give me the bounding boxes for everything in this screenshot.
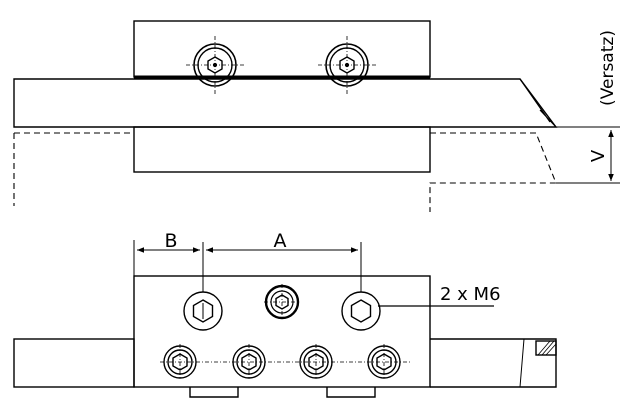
tool-shank-plan-right	[430, 338, 557, 388]
label-v: V	[588, 149, 609, 162]
foot-right	[326, 387, 376, 398]
foot-left	[189, 387, 239, 398]
label-screw-spec: 2 x M6	[440, 284, 501, 305]
large-screw-right	[341, 291, 381, 331]
tool-shank-plan-left	[13, 338, 135, 388]
large-screw-left	[183, 291, 223, 331]
small-screw-3	[299, 344, 333, 380]
offset-outline-dashed	[13, 132, 557, 212]
cutting-insert	[535, 340, 557, 356]
plan-view	[13, 240, 557, 398]
adjust-screw-center	[264, 284, 300, 320]
tool-shank	[13, 78, 558, 128]
screw-head-left	[186, 36, 244, 95]
small-screw-1	[163, 344, 197, 380]
holder-body-side	[133, 126, 431, 173]
small-screw-2	[232, 344, 266, 380]
screw-head-right	[318, 36, 376, 95]
side-view	[13, 20, 620, 212]
label-a: A	[274, 230, 287, 252]
clamp-plate-top	[133, 20, 431, 78]
label-b: B	[164, 230, 177, 252]
holder-block-plan	[133, 275, 431, 388]
label-versatz: (Versatz)	[598, 30, 618, 106]
small-screw-4	[367, 344, 401, 380]
